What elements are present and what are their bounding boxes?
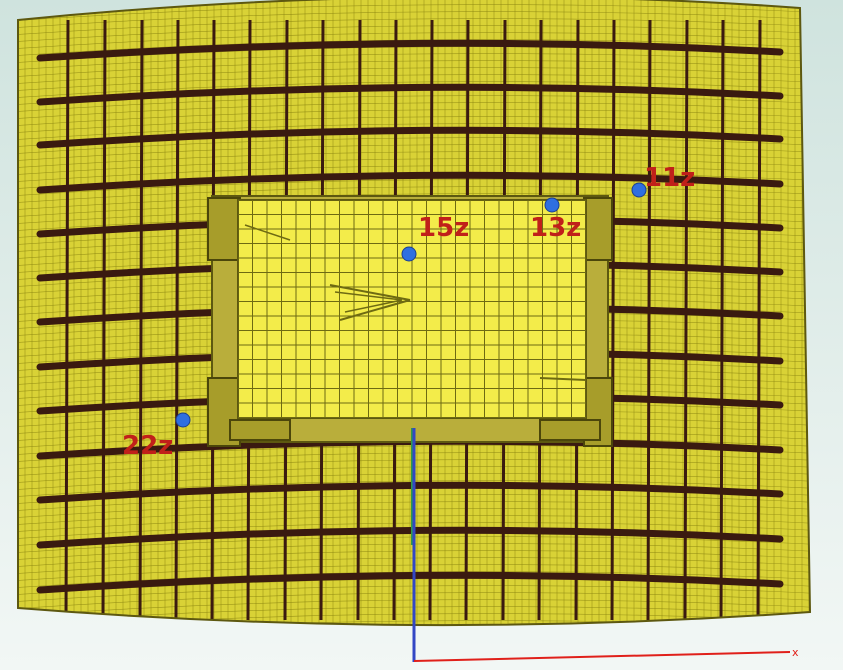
measurement-markers: 11z 13z 15z 22z — [122, 163, 695, 461]
marker-22z: 22z — [122, 412, 191, 461]
marker-13z: 13z — [530, 197, 581, 243]
marker-label-11z: 11z — [644, 163, 695, 193]
marker-11z: 11z — [631, 163, 695, 198]
marker-15z: 15z — [401, 213, 469, 262]
marker-label-22z: 22z — [122, 431, 173, 461]
marker-label-15z: 15z — [418, 213, 469, 243]
window-chevron-feature — [244, 224, 587, 381]
window-panel — [237, 199, 587, 419]
marker-label-13z: 13z — [530, 213, 581, 243]
window-mesh — [238, 200, 586, 418]
coordinate-axes: x — [411, 428, 799, 662]
axis-x-tick-label: x — [792, 646, 799, 659]
